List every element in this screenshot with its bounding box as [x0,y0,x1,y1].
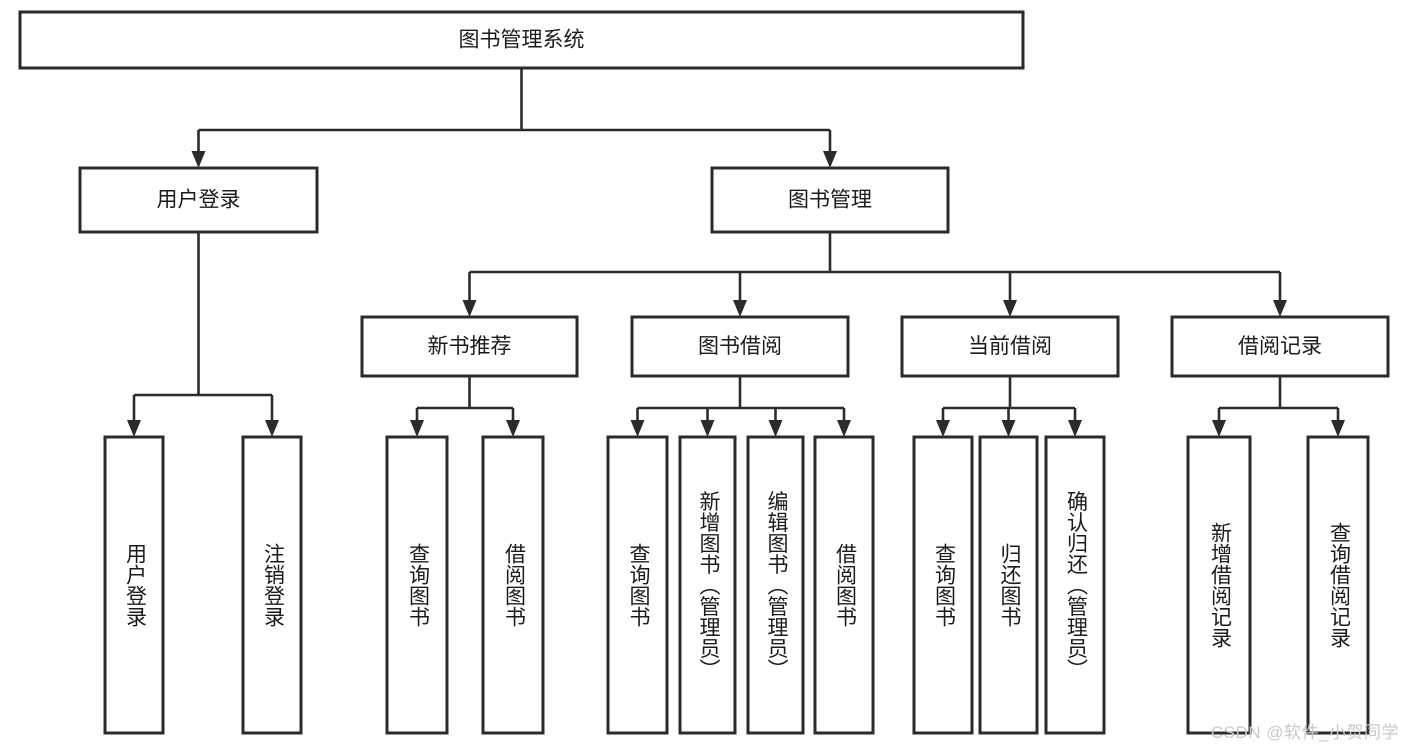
node-box[interactable] [606,435,669,735]
node-label: 查询图书 [933,543,957,627]
node-box[interactable] [18,10,1025,70]
node-label: 查询图书 [627,543,651,627]
node-box[interactable] [103,435,165,735]
arrow-head-icon [265,420,279,437]
node-box[interactable] [78,166,319,234]
node-l-bb-edit[interactable]: 编辑图书（管理员） [746,435,805,735]
arrow-head-icon [1331,420,1345,437]
node-label: 用户登录 [124,543,148,627]
arrow-head-icon [768,420,783,437]
node-n-borrow-record[interactable]: 借阅记录 [1170,315,1390,378]
arrow-head-icon [127,420,141,437]
arrow-head-icon [1003,300,1017,317]
connector-layer [127,68,1345,437]
arrow-head-icon [462,300,477,317]
node-label: 图书借阅 [698,335,782,358]
node-l-br-add[interactable]: 新增借阅记录 [1186,435,1252,735]
node-label: 借阅图书 [503,543,527,627]
node-label: 注销登录 [262,543,286,627]
node-label: 查询借阅记录 [1328,522,1352,648]
arrow-head-icon [630,420,645,437]
node-l-user-logout[interactable]: 注销登录 [241,435,303,735]
node-box[interactable] [385,435,449,735]
node-l-bb-add[interactable]: 新增图书（管理员） [678,435,737,735]
node-box[interactable] [1186,435,1252,735]
node-n-user-login[interactable]: 用户登录 [78,166,319,234]
node-box[interactable] [746,435,805,735]
node-box[interactable] [813,435,875,735]
arrow-head-icon [1273,300,1287,317]
node-label: 新增图书（管理员） [697,491,721,680]
node-l-bb-borrow[interactable]: 借阅图书 [813,435,875,735]
node-label: 当前借阅 [968,335,1052,358]
arrow-head-icon [1001,420,1016,437]
node-label: 图书管理 [788,189,872,212]
node-l-cb-confirm[interactable]: 确认归还（管理员） [1044,435,1106,735]
node-label: 图书管理系统 [459,29,585,52]
node-n-new-book[interactable]: 新书推荐 [360,315,579,378]
node-n-current-borrow[interactable]: 当前借阅 [900,315,1120,378]
arrow-head-icon [410,420,424,437]
node-layer: 图书管理系统用户登录图书管理新书推荐图书借阅当前借阅借阅记录用户登录注销登录查询… [18,10,1390,735]
node-label: 编辑图书（管理员） [765,491,789,680]
node-box[interactable] [912,435,974,735]
arrow-head-icon [700,420,715,437]
node-label: 查询图书 [407,543,431,627]
node-l-br-query[interactable]: 查询借阅记录 [1306,435,1370,735]
node-l-cb-query[interactable]: 查询图书 [912,435,974,735]
node-label: 借阅记录 [1238,335,1322,358]
node-root[interactable]: 图书管理系统 [18,10,1025,70]
node-l-user-login[interactable]: 用户登录 [103,435,165,735]
node-label: 借阅图书 [834,543,858,627]
node-box[interactable] [1044,435,1106,735]
arrow-head-icon [823,151,837,168]
node-box[interactable] [481,435,545,735]
arrow-head-icon [936,420,950,437]
node-n-book-manage[interactable]: 图书管理 [710,166,950,234]
node-l-cb-return[interactable]: 归还图书 [978,435,1039,735]
arrow-head-icon [191,151,206,168]
node-box[interactable] [678,435,737,735]
node-l-bb-query[interactable]: 查询图书 [606,435,669,735]
node-box[interactable] [1170,315,1390,378]
node-box[interactable] [360,315,579,378]
node-box[interactable] [1306,435,1370,735]
arrow-head-icon [1068,420,1082,437]
node-box[interactable] [978,435,1039,735]
node-label: 确认归还（管理员） [1065,491,1089,680]
node-box[interactable] [900,315,1120,378]
node-label: 归还图书 [998,543,1022,627]
node-l-nb-borrow[interactable]: 借阅图书 [481,435,545,735]
arrow-head-icon [733,300,747,317]
arrow-head-icon [837,420,851,437]
node-label: 新书推荐 [428,335,512,358]
node-box[interactable] [630,315,850,378]
arrow-head-icon [506,420,520,437]
node-label: 新增借阅记录 [1209,522,1233,648]
node-label: 用户登录 [157,189,241,212]
node-n-book-borrow[interactable]: 图书借阅 [630,315,850,378]
arrow-head-icon [1212,420,1226,437]
node-box[interactable] [710,166,950,234]
node-l-nb-query[interactable]: 查询图书 [385,435,449,735]
node-box[interactable] [241,435,303,735]
